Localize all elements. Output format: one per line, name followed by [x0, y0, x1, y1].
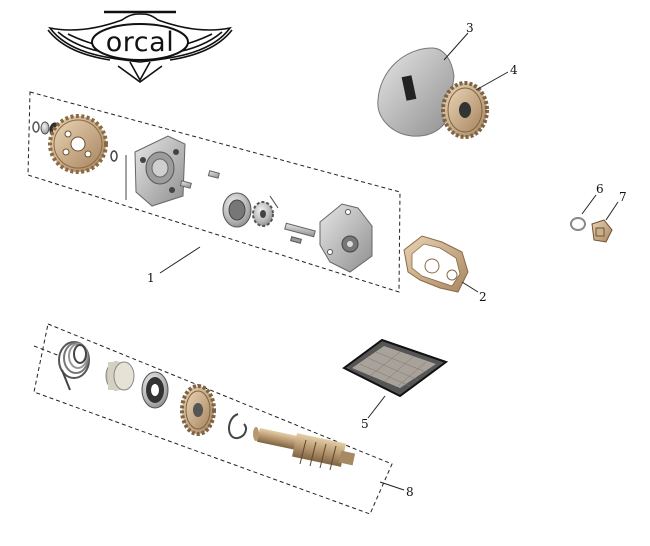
dowel-pin-icon [207, 170, 220, 179]
callout-1: 1 [147, 271, 155, 285]
callout-7: 7 [619, 190, 627, 204]
kick-gear-icon [180, 384, 216, 436]
pump-cover-icon [319, 203, 373, 273]
pump-rotor-outer-icon [222, 192, 252, 228]
assembly-8-boundary [33, 323, 393, 515]
logo-wings-icon [47, 10, 233, 83]
drain-plug-icon [591, 219, 613, 243]
callout-leader-1 [159, 246, 201, 274]
callout-4: 4 [510, 63, 518, 77]
callout-leader-4 [475, 71, 509, 91]
dowel-pin-icon [179, 180, 192, 189]
logo-text: orcal [106, 27, 174, 58]
pump-shaft-icon [284, 222, 316, 244]
oil-strainer-screen-icon [342, 338, 449, 398]
sealing-washer-icon [570, 217, 586, 231]
callout-3: 3 [466, 21, 474, 35]
callout-6: 6 [596, 182, 604, 196]
assembly-1-boundary [27, 91, 401, 293]
pump-rotor-inner-icon [252, 201, 274, 227]
spring-guide-bushing-icon [105, 361, 135, 391]
kick-spring-icon [58, 341, 90, 391]
callout-8: 8 [406, 485, 414, 499]
callout-leader-2 [461, 281, 479, 293]
callout-leader-3 [443, 32, 469, 61]
cover-plate-icon [377, 47, 455, 137]
friction-washer-icon [141, 371, 169, 409]
callout-leader-6 [581, 194, 597, 215]
callout-2: 2 [479, 290, 487, 304]
sprocket-gear-icon [48, 114, 108, 174]
brand-logo: orcal [47, 10, 233, 83]
kick-start-shaft-icon [253, 427, 356, 471]
pump-body-icon [134, 135, 186, 207]
callout-5: 5 [361, 417, 369, 431]
callout-leader-5 [367, 395, 386, 419]
callout-leader-8 [379, 481, 405, 491]
drive-gear-icon [441, 81, 489, 139]
washer-icon [110, 150, 118, 162]
pump-gasket-icon [403, 235, 469, 293]
circlip-icon [228, 413, 247, 440]
callout-leader-7 [605, 201, 619, 221]
